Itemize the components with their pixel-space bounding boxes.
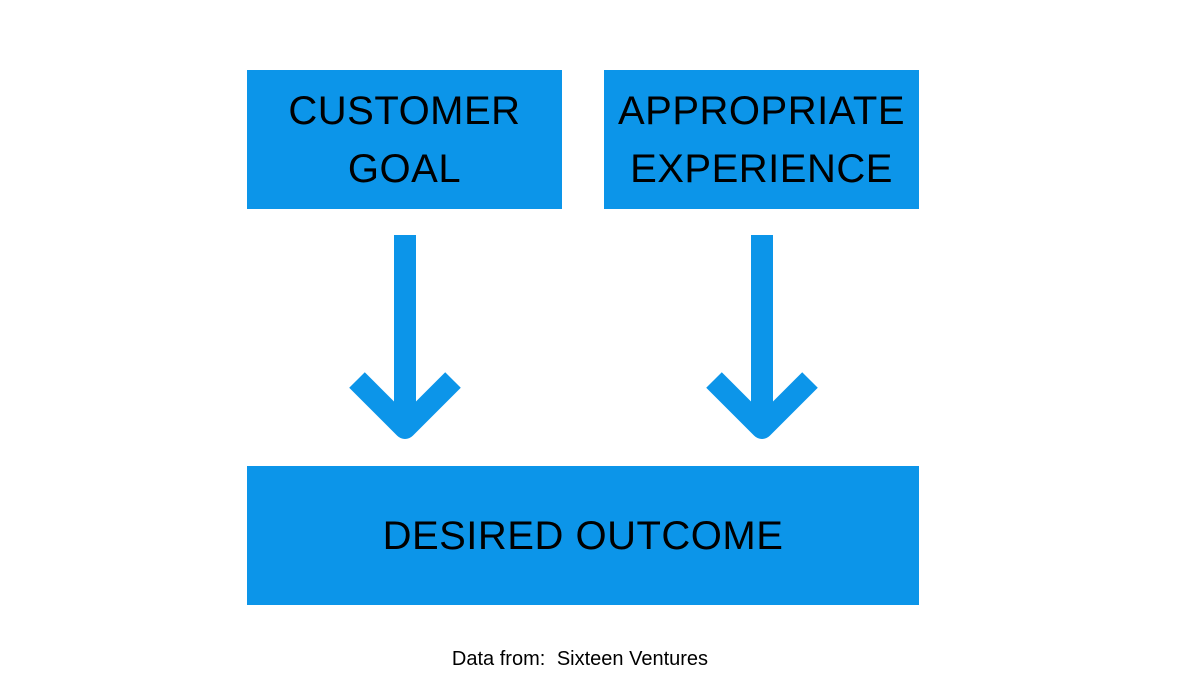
down-arrow-icon xyxy=(349,235,461,439)
desired-outcome-box: DESIRED OUTCOME xyxy=(247,466,919,605)
source-name: Sixteen Ventures xyxy=(556,648,709,670)
source-caption: Data from: Sixteen Ventures xyxy=(0,648,1160,671)
customer-goal-line2: GOAL xyxy=(347,146,462,191)
down-arrow-icon xyxy=(706,235,818,439)
appropriate-experience-line2: EXPERIENCE xyxy=(630,146,893,191)
customer-goal-line1: CUSTOMER xyxy=(288,88,521,133)
appropriate-experience-box: APPROPRIATE EXPERIENCE xyxy=(604,70,919,209)
customer-goal-box: CUSTOMER GOAL xyxy=(247,70,562,209)
appropriate-experience-line1: APPROPRIATE xyxy=(617,88,906,133)
desired-outcome-label: DESIRED OUTCOME xyxy=(382,513,784,558)
source-prefix: Data from: xyxy=(451,648,546,670)
